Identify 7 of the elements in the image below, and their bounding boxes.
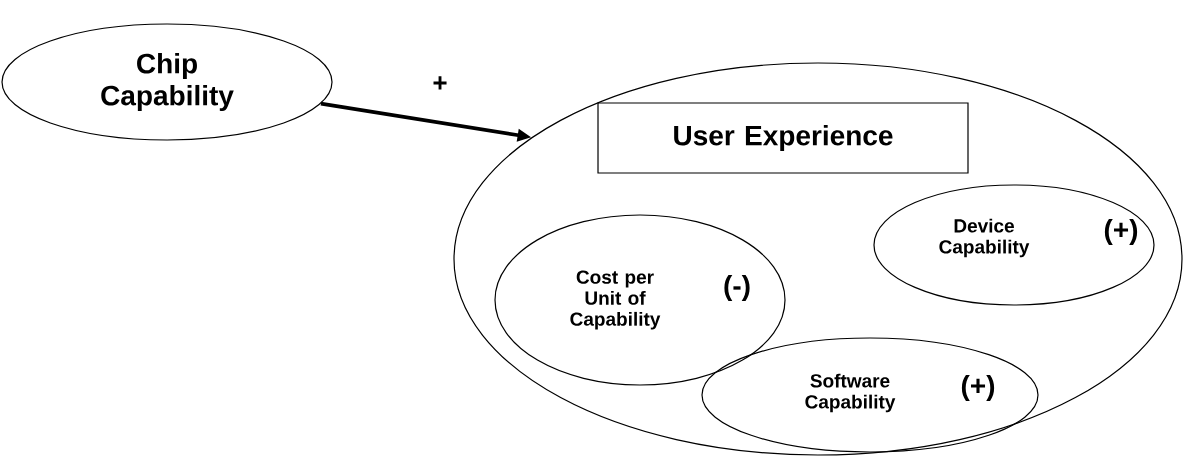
edge-label: + (433, 76, 447, 90)
title-box: User Experience (597, 102, 969, 174)
oval (453, 62, 1183, 456)
oval: Device Capability (+) (873, 184, 1155, 306)
oval: Chip Capability (1, 23, 333, 141)
oval: Software Capability (+) (701, 337, 1039, 453)
oval: Cost per Unit of Capability (-) (494, 214, 786, 386)
